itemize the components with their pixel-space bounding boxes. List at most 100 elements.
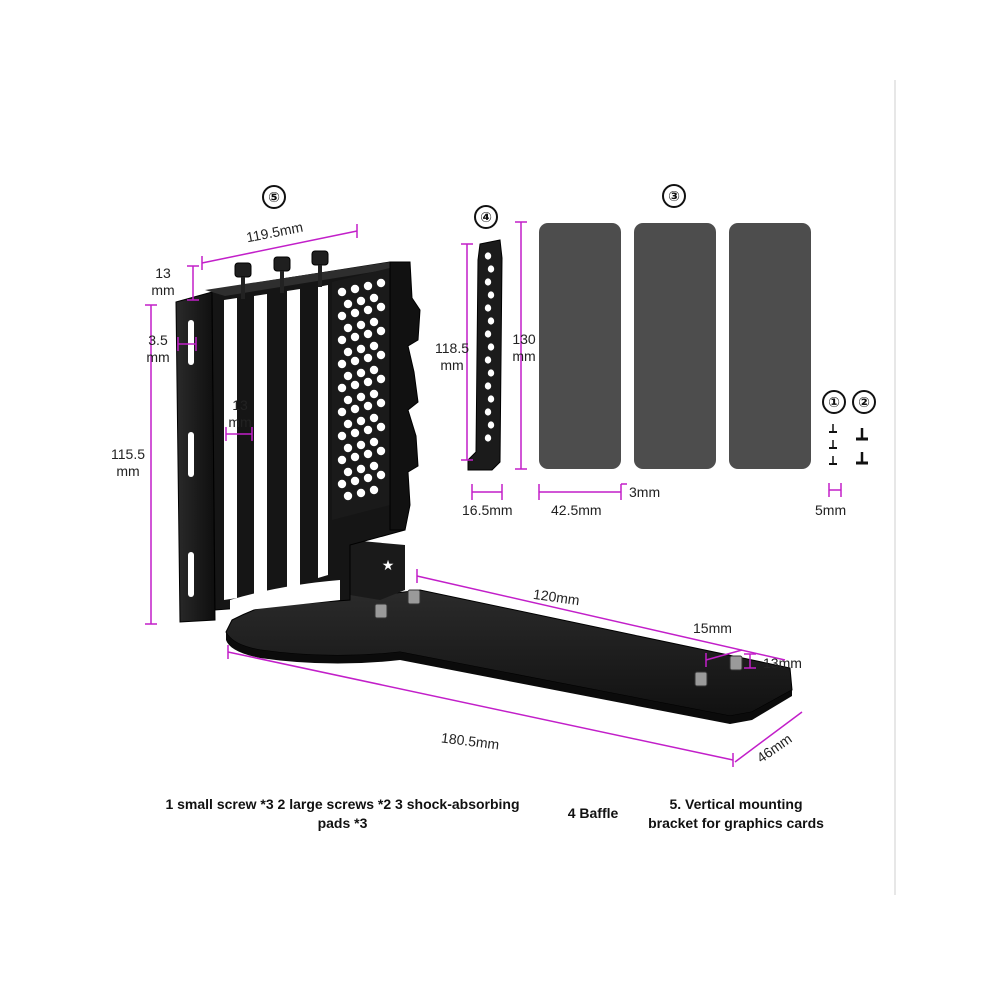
vent-hole — [369, 461, 379, 471]
vent-hole — [356, 392, 366, 402]
part-5-marker: ⑤ — [262, 185, 286, 209]
baffle-hole — [484, 356, 492, 364]
vent-hole — [363, 353, 373, 363]
vent-hole — [343, 443, 353, 453]
small-screws — [829, 424, 837, 465]
vent-hole — [363, 377, 373, 387]
caption-accessories: 1 small screw *3 2 large screws *2 3 sho… — [165, 796, 520, 831]
caption-baffle: 4 Baffle — [567, 805, 619, 821]
vent-hole — [350, 380, 360, 390]
vent-hole — [343, 395, 353, 405]
vent-hole — [350, 476, 360, 486]
svg-text:★: ★ — [382, 558, 395, 574]
vent-hole — [363, 401, 373, 411]
vent-hole — [369, 413, 379, 423]
part-2-marker: ② — [852, 390, 876, 414]
vent-hole — [369, 317, 379, 327]
vent-hole — [369, 485, 379, 495]
vent-hole — [343, 323, 353, 333]
base-plate: ★ — [225, 540, 793, 724]
dim-screw-size: 5mm — [815, 502, 847, 518]
vent-hole — [356, 344, 366, 354]
vent-hole — [356, 488, 366, 498]
baffle-hole — [484, 252, 492, 260]
baffle-hole — [487, 369, 495, 377]
vent-hole — [350, 284, 360, 294]
vent-hole — [337, 287, 347, 297]
vent-hole — [376, 350, 386, 360]
part-4-marker: ④ — [474, 205, 498, 229]
vent-hole — [369, 293, 379, 303]
vent-hole — [376, 446, 386, 456]
baffle-hole — [484, 330, 492, 338]
vent-hole — [337, 335, 347, 345]
dim-baffle-width: 16.5mm — [462, 502, 513, 518]
vent-hole — [363, 425, 373, 435]
baffle-hole — [484, 434, 492, 442]
vent-hole — [376, 374, 386, 384]
vent-hole — [369, 341, 379, 351]
part-1-marker: ① — [822, 390, 846, 414]
vent-hole — [350, 452, 360, 462]
baffle-hole — [484, 408, 492, 416]
dim-hole-spacing: 13mm — [763, 655, 802, 671]
expansion-slots — [224, 285, 328, 600]
vent-hole — [363, 449, 373, 459]
dim-pad-thickness: 3mm — [629, 484, 661, 500]
vent-hole — [337, 431, 347, 441]
baffle-hole — [484, 304, 492, 312]
vent-hole — [337, 479, 347, 489]
vent-hole — [363, 305, 373, 315]
vent-hole — [343, 467, 353, 477]
vent-hole — [356, 416, 366, 426]
vent-hole — [376, 326, 386, 336]
caption-bracket: 5. Vertical mounting bracket for graphic… — [648, 796, 824, 831]
vent-hole — [363, 473, 373, 483]
shock-absorbing-pads — [539, 223, 811, 469]
vent-hole — [337, 359, 347, 369]
large-screws — [856, 428, 868, 465]
vent-hole — [356, 368, 366, 378]
screws — [829, 424, 868, 465]
baffle — [467, 239, 503, 471]
vent-hole — [369, 437, 379, 447]
vent-hole — [356, 320, 366, 330]
vent-hole — [376, 278, 386, 288]
baffle-hole — [484, 278, 492, 286]
vent-hole — [363, 329, 373, 339]
vent-hole — [343, 419, 353, 429]
vent-hole — [363, 281, 373, 291]
vent-hole — [376, 302, 386, 312]
baffle-hole — [484, 382, 492, 390]
vent-hole — [343, 347, 353, 357]
baffle-hole — [487, 317, 495, 325]
dim-hole-offset: 15mm — [693, 620, 732, 636]
part-3-marker: ③ — [662, 184, 686, 208]
vent-hole — [343, 299, 353, 309]
vent-hole — [369, 389, 379, 399]
vent-hole — [356, 440, 366, 450]
honeycomb-vents — [337, 278, 386, 501]
vent-hole — [376, 398, 386, 408]
vent-hole — [369, 365, 379, 375]
vent-hole — [337, 311, 347, 321]
dim-pad-width: 42.5mm — [551, 502, 602, 518]
vent-hole — [356, 464, 366, 474]
baffle-hole — [487, 291, 495, 299]
thumb-screws — [234, 250, 329, 299]
vent-hole — [343, 371, 353, 381]
vent-hole — [356, 296, 366, 306]
vent-hole — [350, 308, 360, 318]
vent-hole — [350, 428, 360, 438]
baffle-hole — [487, 395, 495, 403]
baffle-hole — [487, 421, 495, 429]
vent-hole — [337, 455, 347, 465]
baffle-hole — [487, 265, 495, 273]
